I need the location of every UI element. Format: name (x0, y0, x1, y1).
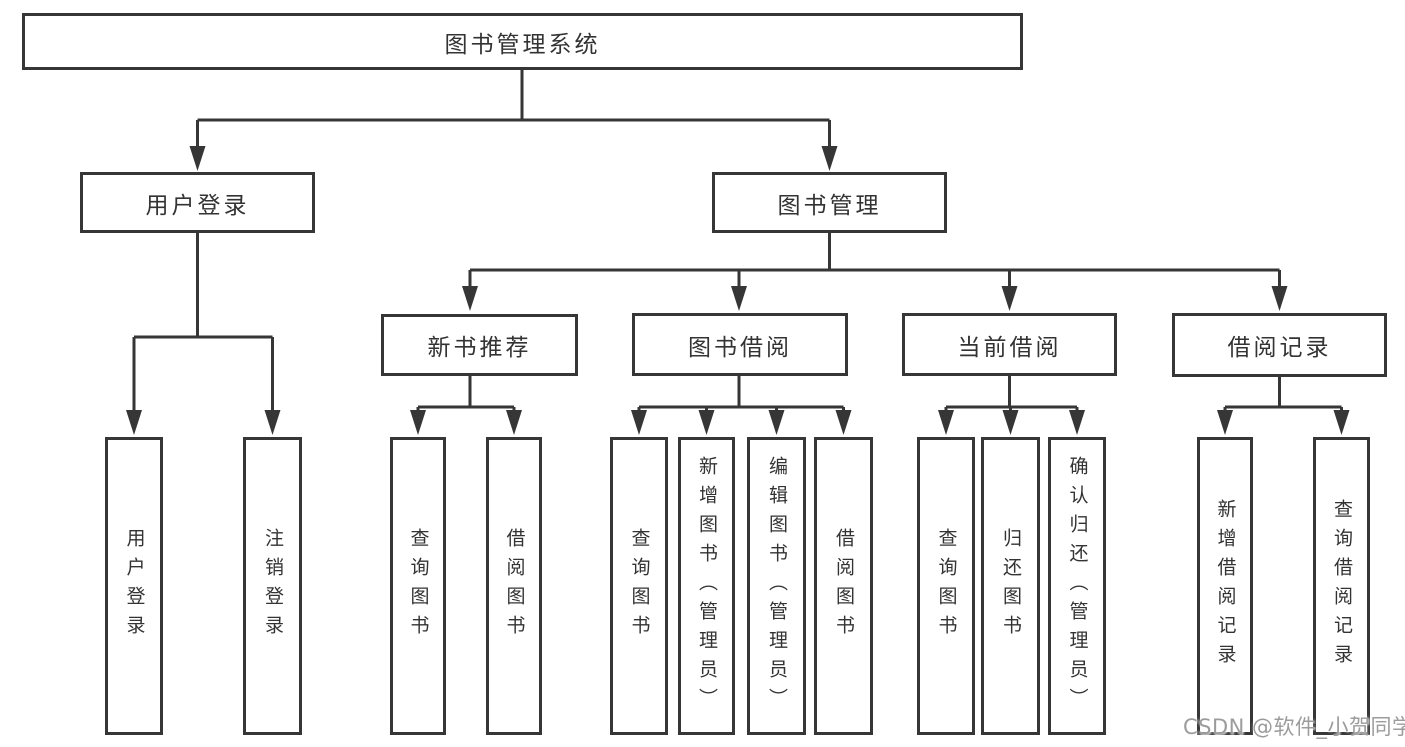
node-label: 查询借阅记录 (1331, 499, 1353, 673)
node-label: 用户登录 (123, 528, 146, 644)
leaf-query-borrow-record: 查询借阅记录 (1313, 437, 1370, 735)
node-label: 图书管理系统 (444, 31, 601, 58)
node-label: 借阅图书 (503, 528, 526, 644)
connector-user-login-to-leaves (126, 233, 281, 435)
leaf-logout-login: 注销登录 (243, 437, 302, 735)
leaf-add-borrow-record: 新增借阅记录 (1197, 437, 1253, 735)
connector-book-management-to-level3 (462, 233, 1288, 311)
csdn-watermark: CSDN @软件_小贺同学 (1183, 715, 1405, 739)
node-label: 注销登录 (262, 528, 284, 644)
connector-new-book-to-leaves (410, 376, 522, 435)
node-label: 查询图书 (407, 528, 430, 644)
node-label: 编辑图书（管理员） (766, 455, 788, 717)
node-root-library-system: 图书管理系统 (22, 13, 1023, 70)
connector-root-to-level2 (189, 70, 838, 171)
node-label: 当前借阅 (957, 334, 1062, 361)
node-label: 新书推荐 (427, 335, 532, 361)
connector-borrow-records-to-leaves (1217, 377, 1350, 435)
connector-book-borrow-to-leaves (631, 376, 852, 435)
leaf-confirm-return-admin: 确认归还（管理员） (1048, 437, 1106, 735)
node-label: 借阅图书 (833, 528, 855, 644)
leaf-return-book: 归还图书 (981, 437, 1040, 735)
node-label: 新增图书（管理员） (696, 455, 718, 717)
node-label: 新增借阅记录 (1214, 499, 1237, 673)
node-label: 借阅记录 (1227, 335, 1332, 361)
node-label: 归还图书 (1000, 528, 1022, 644)
leaf-query-book-current: 查询图书 (917, 437, 975, 735)
node-label: 图书借阅 (688, 334, 792, 361)
node-label: 查询图书 (935, 528, 958, 644)
leaf-query-book-recommend: 查询图书 (390, 437, 446, 735)
leaf-add-book-admin: 新增图书（管理员） (678, 437, 735, 735)
node-label: 查询图书 (628, 528, 651, 644)
node-book-borrow: 图书借阅 (632, 313, 848, 376)
leaf-edit-book-admin: 编辑图书（管理员） (747, 437, 806, 735)
leaf-borrow-book: 借阅图书 (814, 437, 873, 735)
node-current-borrow: 当前借阅 (902, 313, 1117, 376)
connector-current-borrow-to-leaves (938, 376, 1085, 435)
node-book-management: 图书管理 (712, 172, 947, 233)
leaf-borrow-book-recommend: 借阅图书 (486, 437, 542, 735)
node-label: 确认归还（管理员） (1066, 455, 1089, 717)
node-label: 图书管理 (777, 192, 882, 219)
leaf-query-book-borrow: 查询图书 (610, 437, 668, 735)
node-user-login: 用户登录 (80, 172, 315, 233)
node-label: 用户登录 (145, 192, 250, 219)
node-new-book-recommend: 新书推荐 (381, 314, 578, 376)
node-borrow-records: 借阅记录 (1172, 313, 1387, 377)
leaf-user-login: 用户登录 (105, 437, 163, 735)
